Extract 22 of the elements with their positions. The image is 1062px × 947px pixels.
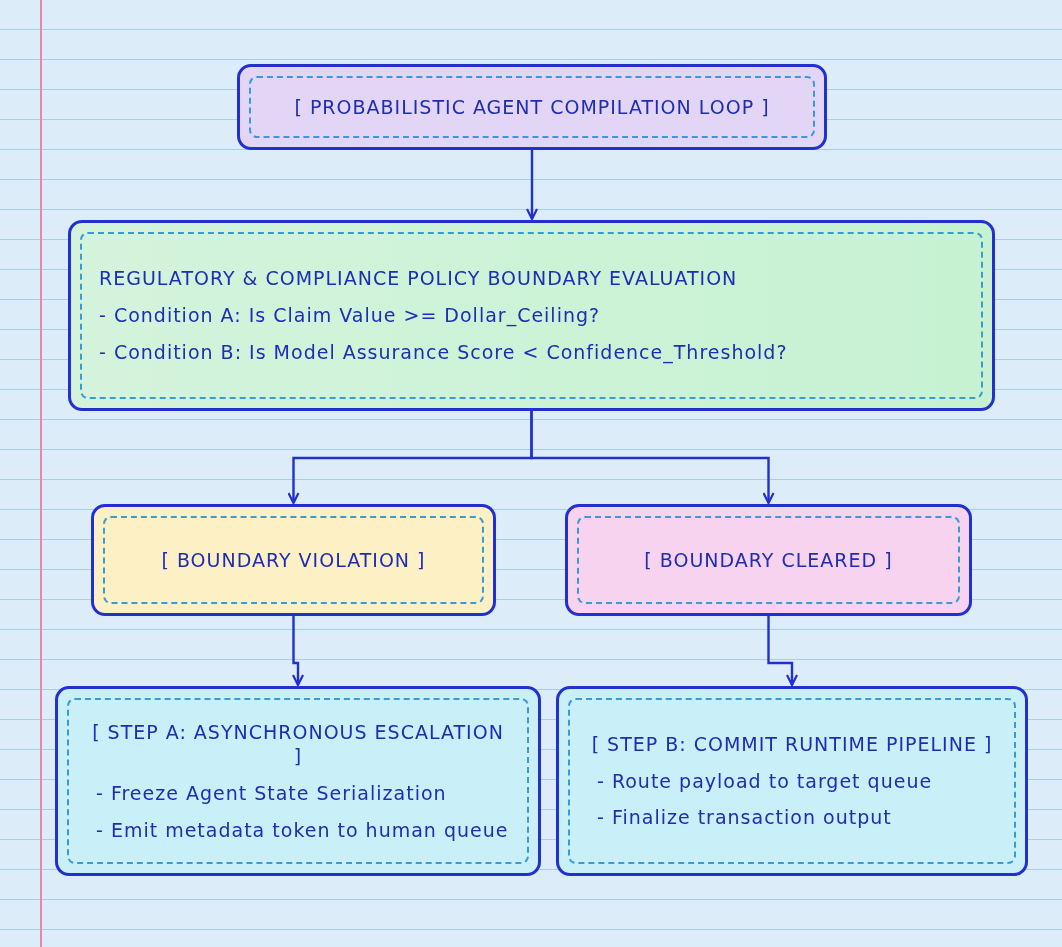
box-label: [ BOUNDARY VIOLATION ] — [160, 547, 427, 573]
decision-box — [91, 504, 496, 616]
condition-text: - Condition A: Is Claim Value >= Dollar_Ceiling? — [99, 303, 602, 328]
step-box — [55, 686, 541, 876]
arrow — [767, 616, 799, 687]
arrow — [530, 411, 775, 505]
bullet-text: - Finalize transaction output — [596, 805, 893, 831]
bullet-text: - Emit metadata token to human queue — [95, 817, 510, 843]
evaluation-box — [68, 220, 995, 411]
condition-text: - Condition B: Is Model Assurance Score < Confidence_Threshold? — [99, 339, 789, 365]
step-heading: [ STEP B: COMMIT RUNTIME PIPELINE ] — [590, 731, 994, 757]
step-heading: [ STEP A: ASYNCHRONOUS ESCALATION ] — [91, 719, 505, 769]
box-label: [ PROBABILISTIC AGENT COMPILATION LOOP ] — [293, 94, 771, 120]
step-box — [556, 686, 1028, 876]
arrow — [291, 616, 305, 687]
arrow — [525, 150, 539, 221]
bullet-text: - Route payload to target queue — [596, 768, 934, 794]
bullet-text: - Freeze Agent State Serialization — [95, 781, 448, 806]
decision-box — [565, 504, 972, 616]
box-label: [ BOUNDARY CLEARED ] — [643, 547, 894, 573]
box-heading: REGULATORY & COMPLIANCE POLICY BOUNDARY EVALUATION — [99, 266, 739, 292]
title-box — [237, 64, 827, 150]
